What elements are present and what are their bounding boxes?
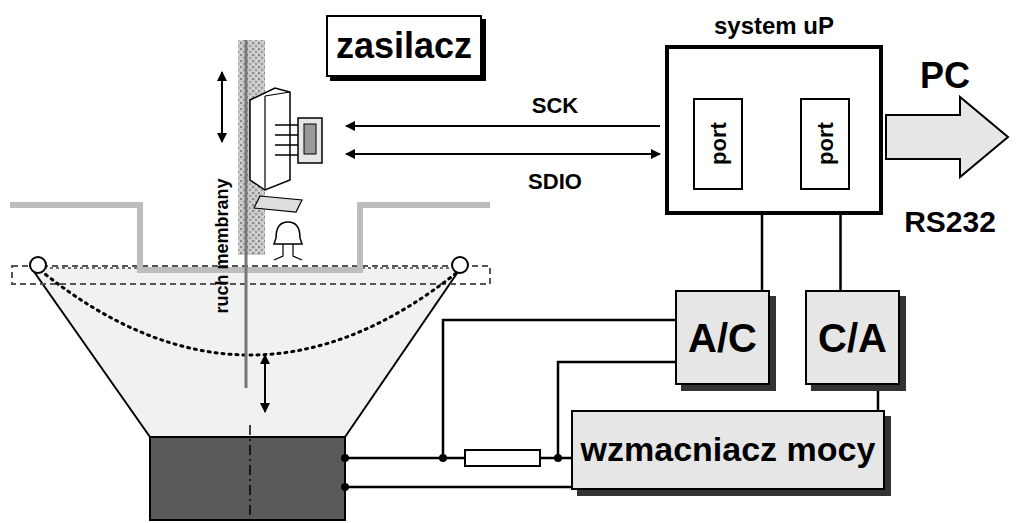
wire-connector (761, 215, 764, 290)
led (274, 222, 302, 244)
junction-dot (554, 454, 562, 462)
led-leads (274, 244, 302, 260)
sck-arrow (346, 125, 660, 127)
magnet (150, 437, 345, 520)
port-label-holder: PC (920, 58, 970, 94)
sensor-chip (304, 124, 316, 154)
sensor-leads (275, 125, 300, 155)
box-text: port (706, 123, 729, 166)
signal-name: SCK (532, 95, 578, 117)
box-text: A/C (688, 317, 757, 359)
rs232-arrow (886, 97, 1008, 177)
signal-name-holder: SDIO (528, 171, 582, 193)
junction-dot (439, 454, 447, 462)
signal-name: SDIO (528, 171, 582, 193)
resistor-symbol (465, 450, 540, 466)
microprocessor-box: system uPportport (665, 45, 883, 215)
power-amplifier-box: wzmacniacz mocy (571, 410, 886, 490)
interface-name: RS232 (904, 207, 996, 237)
dac-box: C/A (805, 290, 900, 385)
interface-name-holder: RS232 (904, 207, 996, 237)
motion-arrow (264, 355, 266, 412)
box-text: zasilacz (336, 27, 472, 65)
port-box: port (800, 98, 850, 190)
signal-name-holder: SCK (532, 95, 578, 117)
sdio-arrow (346, 153, 660, 155)
sensor-head (265, 92, 290, 190)
rod (245, 40, 248, 388)
sensor-head (250, 88, 290, 190)
port-label: PC (920, 58, 970, 94)
box-text: port (813, 123, 836, 166)
power-supply-box: zasilacz (326, 15, 482, 77)
wire-connector (839, 215, 842, 290)
box-text: wzmacniacz mocy (581, 432, 876, 468)
cone-edge (345, 266, 462, 437)
box-heading: system uP (669, 13, 879, 38)
motion-label: ruch membrany (213, 178, 231, 313)
membrane (40, 270, 460, 355)
terminal-dot (341, 483, 349, 491)
surround (30, 257, 46, 273)
adc-box: A/C (675, 290, 770, 385)
surround (452, 257, 468, 273)
cone-edge (30, 266, 150, 437)
axis (249, 425, 251, 523)
port-box: port (693, 98, 743, 190)
motion-arrow (221, 72, 223, 142)
sensor-mirror (254, 196, 302, 212)
terminal-dot (341, 454, 349, 462)
box-text: C/A (818, 317, 887, 359)
sensor-chip (298, 118, 322, 163)
motion-label-holder: ruch membrany (213, 178, 231, 313)
